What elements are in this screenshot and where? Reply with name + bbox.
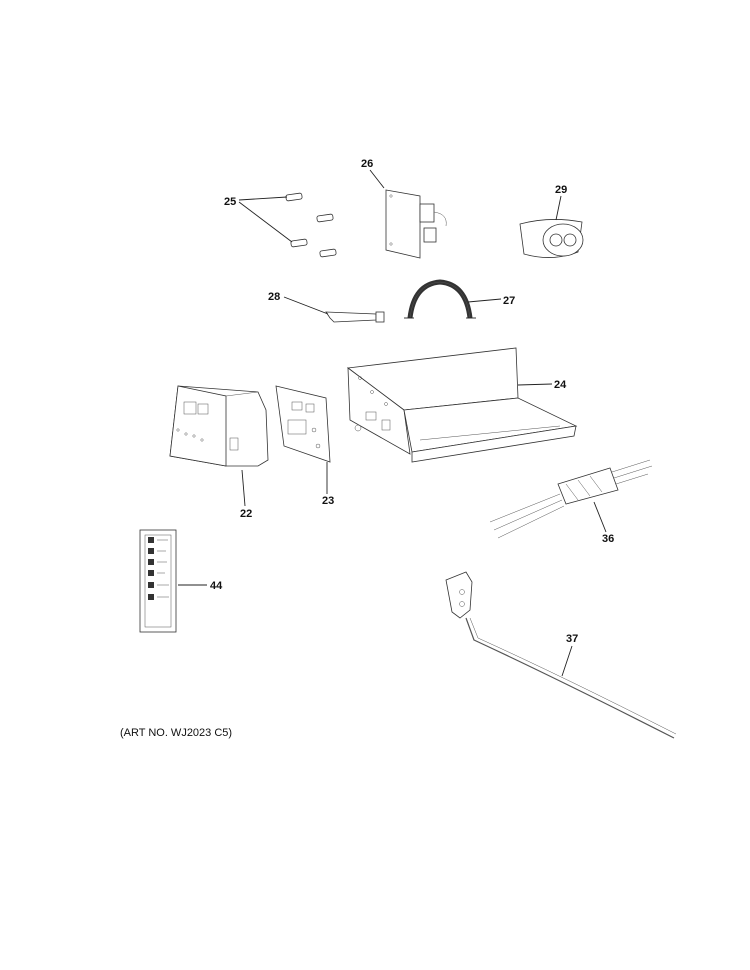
part-28-sensor-bracket[interactable] (325, 311, 385, 323)
part-37-sensor[interactable] (445, 571, 677, 739)
part-23-control-board[interactable] (275, 385, 331, 463)
svg-text:26: 26 (361, 158, 373, 170)
part-44-control-overlay[interactable] (139, 529, 177, 633)
part-36-wire-harness[interactable] (489, 459, 653, 539)
svg-text:25: 25 (224, 196, 236, 208)
callout-28: 28 (268, 291, 329, 315)
part-25-fuses[interactable] (285, 192, 337, 258)
part-24-control-box[interactable] (346, 347, 578, 463)
callout-24: 24 (517, 379, 567, 391)
callout-26: 26 (361, 158, 385, 189)
part-26-relay-board[interactable] (385, 189, 447, 259)
callout-27: 27 (467, 295, 515, 307)
callout-44: 44 (178, 580, 223, 592)
svg-text:36: 36 (602, 533, 614, 545)
svg-text:37: 37 (566, 633, 578, 645)
part-22-control-housing[interactable] (169, 385, 269, 467)
callout-22: 22 (240, 469, 252, 520)
svg-text:24: 24 (554, 379, 567, 391)
svg-text:27: 27 (503, 295, 515, 307)
part-29-capacitor[interactable] (519, 219, 584, 258)
callout-25: 25 (224, 196, 293, 243)
callout-29: 29 (555, 184, 567, 221)
callout-37: 37 (561, 633, 578, 677)
svg-text:22: 22 (240, 508, 252, 520)
art-number-label: (ART NO. WJ2023 C5) (120, 727, 233, 739)
callout-36: 36 (593, 501, 614, 545)
svg-text:29: 29 (555, 184, 567, 196)
svg-text:28: 28 (268, 291, 280, 303)
svg-text:23: 23 (322, 495, 334, 507)
svg-text:44: 44 (210, 580, 223, 592)
part-27-capacitor-strap[interactable] (404, 279, 476, 319)
callout-23: 23 (322, 462, 334, 507)
